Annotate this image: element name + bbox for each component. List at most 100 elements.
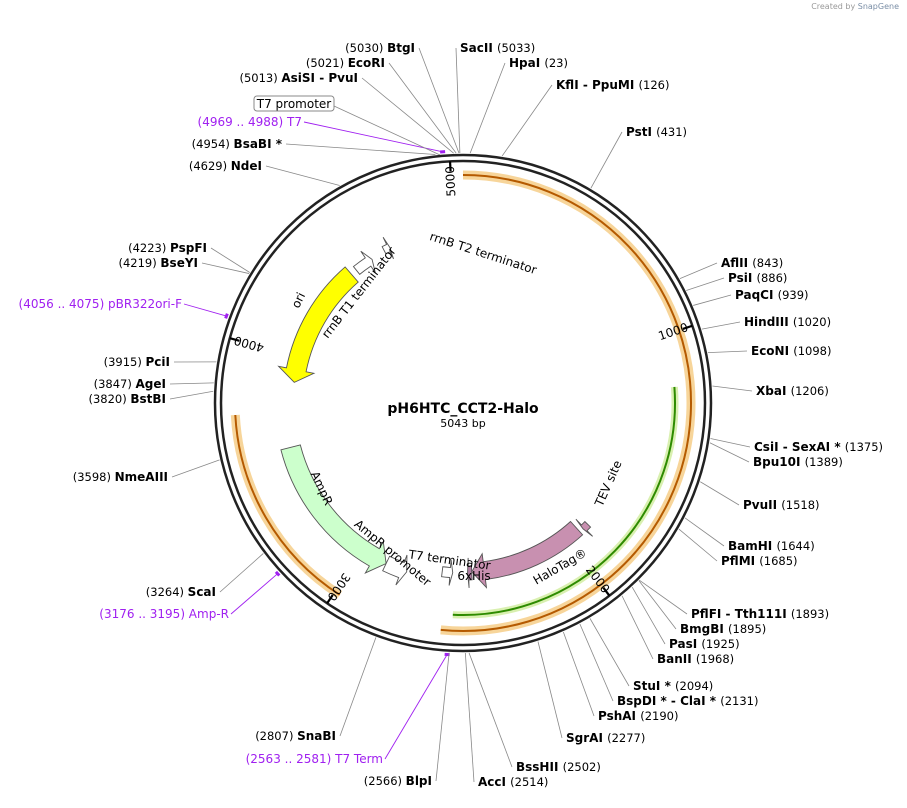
site-bseyi[interactable]: (4219) BseYI [119,256,199,270]
site-position: (3598) [73,470,115,484]
primer-label[interactable]: (4969 .. 4988) T7 [198,115,302,129]
site-name: PstI [626,125,656,139]
site-name: AgeI [136,377,166,391]
site-leader-line [639,581,676,629]
site-psii[interactable]: PsiI (886) [728,271,787,285]
site-position: (2094) [675,679,713,693]
site-position: (1895) [728,622,766,636]
site-leader-line [419,48,459,153]
tick-label-4000: 4000 [232,333,265,355]
site-position: (1375) [845,440,883,454]
site-position: (2131) [720,694,758,708]
site-name: BstBI [130,392,166,406]
site-leader-line [469,653,512,767]
site-bmgbi[interactable]: BmgBI (1895) [680,622,766,636]
site-bsshii[interactable]: BssHII (2502) [516,760,601,774]
primer-leader-line [184,304,226,316]
primer-label[interactable]: (4056 .. 4075) pBR322ori-F [19,297,183,311]
site-econi[interactable]: EcoNI (1098) [751,344,832,358]
site-pcii[interactable]: (3915) PciI [104,355,170,369]
site-name: EcoRI [348,56,385,70]
site-name: NdeI [231,159,262,173]
site-bstbi[interactable]: (3820) BstBI [88,392,166,406]
site-acci[interactable]: AccI (2514) [478,775,548,789]
site-position: (3264) [146,585,188,599]
site-bamhi[interactable]: BamHI (1644) [728,539,815,553]
site-nmeaiii[interactable]: (3598) NmeAIII [73,470,168,484]
site-xbai[interactable]: XbaI (1206) [756,384,829,398]
site-csii-sexai[interactable]: CsiI - SexAI * (1375) [754,440,883,454]
site-hpai[interactable]: HpaI (23) [509,56,568,70]
feature-ori[interactable] [279,267,359,382]
site-name: AccI [478,775,510,789]
site-name: AsiSI - PvuI [281,71,358,85]
site-leader-line [580,624,613,701]
site-ecori[interactable]: (5021) EcoRI [306,56,385,70]
site-name: PspFI [170,241,207,255]
site-name: CsiI - SexAI * [754,440,845,454]
primer-leader-line [231,574,278,614]
site-stui[interactable]: StuI * (2094) [633,679,713,693]
site-position: (5030) [345,41,387,55]
tick-label-5000: 5000 [443,166,459,197]
site-psti[interactable]: PstI (431) [626,125,687,139]
site-pshai[interactable]: PshAI (2190) [598,709,678,723]
site-position: (1925) [701,637,739,651]
site-aflii[interactable]: AflII (843) [721,256,783,270]
site-position: (5033) [497,41,535,55]
primer-label[interactable]: (3176 .. 3195) Amp-R [99,607,229,621]
site-leader-line [685,518,724,546]
site-pvuii[interactable]: PvuII (1518) [743,498,820,512]
site-bpu10i[interactable]: Bpu10I (1389) [753,455,843,469]
site-pflfi-tth111i[interactable]: PflFI - Tth111I (1893) [691,607,829,621]
site-position: (1968) [696,652,734,666]
site-asisi-pvui[interactable]: (5013) AsiSI - PvuI [239,71,358,85]
site-paqci[interactable]: PaqCI (939) [735,288,809,302]
site-position: (1020) [793,315,831,329]
site-hindiii[interactable]: HindIII (1020) [744,315,831,329]
site-banii[interactable]: BanII (1968) [657,652,734,666]
site-position: (843) [752,256,783,270]
site-position: (1685) [759,554,797,568]
site-position: (3820) [88,392,130,406]
site-btgi[interactable]: (5030) BtgI [345,41,415,55]
site-leader-line [590,618,629,686]
site-leader-line [340,637,376,736]
site-ndei[interactable]: (4629) NdeI [189,159,262,173]
site-leader-line [679,529,717,561]
site-name: PflMI [721,554,759,568]
site-position: (126) [639,78,670,92]
site-bsabi[interactable]: (4954) BsaBI * [192,137,283,151]
site-kfli-ppumi[interactable]: KflI - PpuMI (126) [556,78,669,92]
site-name: KflI - PpuMI [556,78,639,92]
site-position: (2277) [607,731,645,745]
site-name: BmgBI [680,622,728,636]
site-position: (3847) [94,377,136,391]
site-leader-line [693,295,731,305]
site-leader-line [639,580,687,614]
site-leader-line [170,391,213,399]
feature-label: T7 promoter [256,97,332,111]
site-scai[interactable]: (3264) ScaI [146,585,216,599]
primer-label[interactable]: (2563 .. 2581) T7 Term [246,752,383,766]
site-name: PflFI - Tth111I [691,607,791,621]
created-by-text: Created by [811,2,855,11]
site-snabi[interactable]: (2807) SnaBI [255,729,336,743]
site-sacii[interactable]: SacII (5033) [460,41,535,55]
site-leader-line [680,263,717,279]
feature-arrow-shape [279,267,359,382]
site-pasi[interactable]: PasI (1925) [669,637,740,651]
site-name: BssHII [516,760,563,774]
site-position: (4954) [192,137,234,151]
site-pspfi[interactable]: (4223) PspFI [128,241,207,255]
site-name: SnaBI [297,729,336,743]
site-name: BanII [657,652,696,666]
site-blpi[interactable]: (2566) BlpI [364,774,432,788]
site-pflmi[interactable]: PflMI (1685) [721,554,798,568]
site-leader-line [712,386,752,391]
site-sgrai[interactable]: SgrAI (2277) [566,731,645,745]
site-agei[interactable]: (3847) AgeI [94,377,166,391]
site-bspdi-clai[interactable]: BspDI * - ClaI * (2131) [617,694,758,708]
site-position: (5021) [306,56,348,70]
